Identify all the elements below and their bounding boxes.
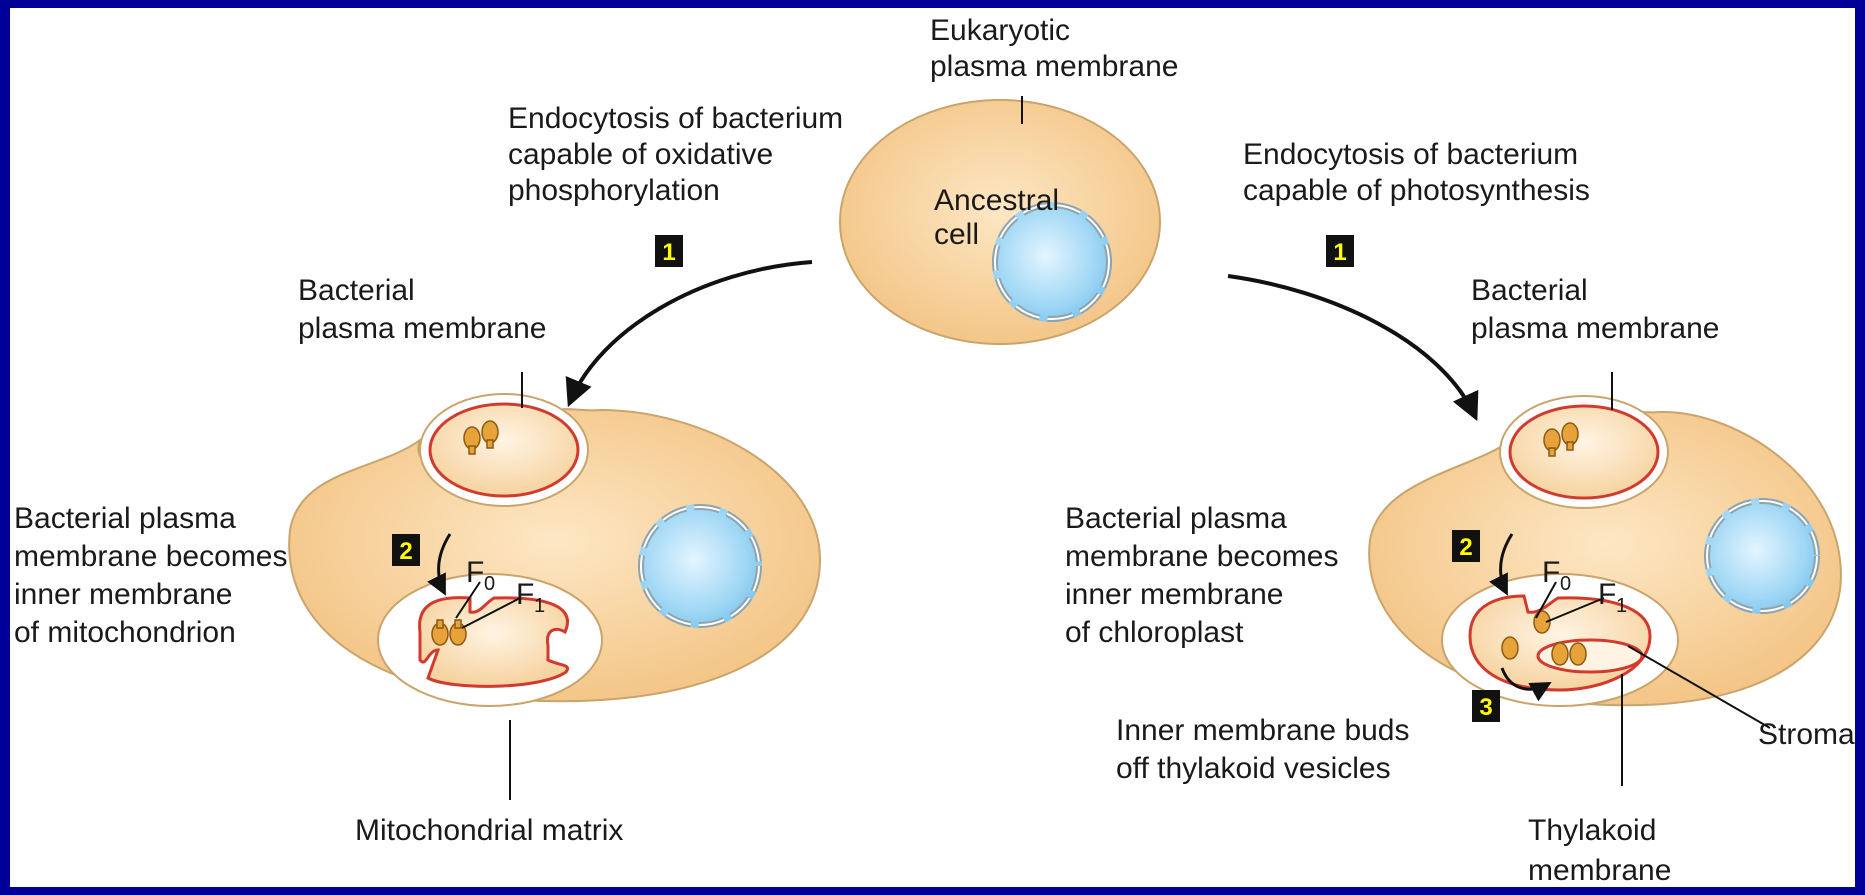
svg-text:1: 1 [534,595,545,617]
svg-text:F: F [516,578,534,611]
ancestral-nucleus [992,202,1112,322]
svg-text:plasma membrane: plasma membrane [1471,312,1719,345]
ancestral-cell-body [840,100,1160,344]
svg-text:membrane becomes: membrane becomes [14,540,287,573]
svg-text:cell: cell [934,218,979,251]
svg-text:1: 1 [1616,595,1627,617]
right-endocytosis-label: Endocytosis of bacterium capable of phot… [1243,138,1590,207]
thylakoid-buds-label: Inner membrane buds off thylakoid vesicl… [1116,714,1410,785]
svg-text:Thylakoid: Thylakoid [1528,814,1656,847]
right-endocytosis-arrow [1228,276,1475,416]
svg-text:Bacterial: Bacterial [298,274,415,307]
left-inner-membrane-label: Bacterial plasma membrane becomes inner … [14,502,287,649]
left-endocytosis-arrow [570,262,812,402]
step-1-right: 1 [1326,235,1354,267]
svg-text:membrane becomes: membrane becomes [1065,540,1338,573]
svg-text:inner membrane: inner membrane [14,578,232,611]
svg-text:2: 2 [399,538,412,565]
left-cell [289,394,820,706]
svg-text:1: 1 [662,239,675,266]
svg-text:F: F [1542,556,1560,589]
svg-text:F: F [466,556,484,589]
svg-text:off thylakoid vesicles: off thylakoid vesicles [1116,752,1391,785]
svg-text:Bacterial plasma: Bacterial plasma [1065,502,1287,535]
left-endocytosis-label: Endocytosis of bacterium capable of oxid… [508,102,843,207]
svg-text:of mitochondrion: of mitochondrion [14,616,236,649]
svg-text:inner membrane: inner membrane [1065,578,1283,611]
mito-matrix-label: Mitochondrial matrix [355,814,623,847]
svg-text:phosphorylation: phosphorylation [508,174,720,207]
svg-text:capable of oxidative: capable of oxidative [508,138,773,171]
svg-text:1: 1 [1333,239,1346,266]
svg-text:Ancestral: Ancestral [934,184,1059,217]
svg-text:2: 2 [1459,534,1472,561]
svg-text:Inner membrane buds: Inner membrane buds [1116,714,1410,747]
svg-text:F: F [1598,578,1616,611]
step-3-right: 3 [1472,690,1500,722]
svg-text:Bacterial: Bacterial [1471,274,1588,307]
svg-text:of chloroplast: of chloroplast [1065,616,1244,649]
ancestral-cell [840,100,1160,344]
svg-text:Eukaryotic: Eukaryotic [930,14,1070,47]
svg-text:membrane: membrane [1528,854,1671,887]
right-bacterial-membrane-label: Bacterial plasma membrane [1471,274,1719,345]
right-nucleus [1704,498,1820,614]
eukaryotic-membrane-label: Eukaryotic plasma membrane [930,14,1178,83]
step-1-left: 1 [655,235,683,267]
right-inner-membrane-label: Bacterial plasma membrane becomes inner … [1065,502,1338,649]
svg-text:plasma membrane: plasma membrane [930,50,1178,83]
thylakoid-membrane-label: Thylakoid membrane [1528,814,1671,887]
right-bacterium [1510,406,1658,498]
left-nucleus [638,504,762,628]
step-2-right: 2 [1452,530,1480,562]
stroma-label: Stroma [1758,718,1855,751]
left-bacterium [430,404,578,496]
svg-text:plasma membrane: plasma membrane [298,312,546,345]
svg-text:capable of photosynthesis: capable of photosynthesis [1243,174,1590,207]
svg-text:0: 0 [484,573,495,595]
svg-text:3: 3 [1479,694,1492,721]
svg-text:Bacterial plasma: Bacterial plasma [14,502,236,535]
right-cell [1369,396,1841,706]
left-bacterial-membrane-label: Bacterial plasma membrane [298,274,546,345]
svg-text:0: 0 [1560,573,1571,595]
svg-text:Endocytosis of bacterium: Endocytosis of bacterium [1243,138,1578,171]
svg-text:Endocytosis of bacterium: Endocytosis of bacterium [508,102,843,135]
step-2-left: 2 [392,534,420,566]
